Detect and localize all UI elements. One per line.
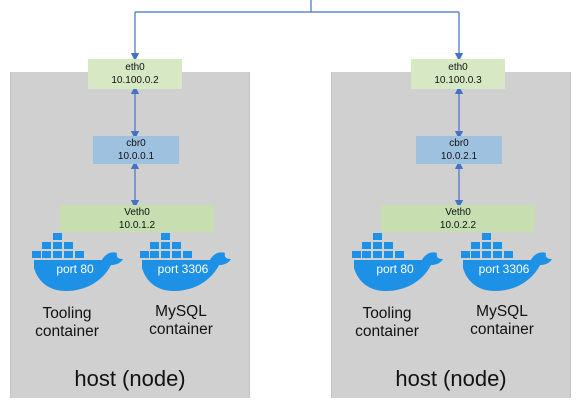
container-name: MySQL	[476, 303, 528, 320]
eth0-name: eth0	[448, 62, 468, 73]
docker-whale-icon	[140, 233, 231, 291]
docker-whale-icon: port 3306	[461, 233, 555, 293]
container-type: container	[149, 321, 213, 338]
container-label-mysql: MySQL container	[447, 303, 557, 339]
veth0-box-left: Veth0 10.0.1.2	[60, 205, 214, 232]
eth0-ip: 10.100.0.2	[111, 75, 159, 86]
container-label-mysql: MySQL container	[126, 303, 236, 339]
eth0-box-left: eth0 10.100.0.2	[88, 59, 182, 89]
docker-whale-icon: port 3306	[140, 233, 234, 293]
host-node-right: host (node)	[331, 72, 571, 398]
cbr0-ip: 10.0.0.1	[117, 151, 155, 162]
eth0-name: eth0	[125, 62, 145, 73]
host-node-left: host (node)	[10, 72, 250, 398]
docker-whale-icon: port 80	[352, 233, 446, 293]
host-label: host (node)	[74, 366, 186, 391]
container-name: Tooling	[362, 305, 412, 322]
veth0-name: Veth0	[124, 207, 150, 218]
container-label-tooling: Tooling container	[12, 305, 122, 341]
container-name: Tooling	[42, 305, 92, 322]
veth0-box-right: Veth0 10.0.2.2	[381, 205, 535, 232]
veth0-ip: 10.0.2.2	[439, 220, 477, 231]
container-type: container	[470, 321, 534, 338]
docker-whale-icon	[461, 233, 552, 291]
container-type: container	[355, 323, 419, 340]
host-label: host (node)	[395, 366, 507, 391]
cbr0-name: cbr0	[126, 138, 146, 149]
veth0-name: Veth0	[445, 207, 471, 218]
port-label: port 3306	[157, 262, 209, 276]
cbr0-box-left: cbr0 10.0.0.1	[93, 136, 179, 164]
docker-whale-icon: port 80	[32, 233, 126, 293]
eth0-ip: 10.100.0.3	[434, 75, 482, 86]
container-name: MySQL	[155, 303, 207, 320]
cbr0-ip: 10.0.2.1	[440, 151, 478, 162]
veth0-ip: 10.0.1.2	[118, 220, 156, 231]
docker-whale-icon	[32, 233, 123, 291]
container-type: container	[35, 323, 99, 340]
cbr0-name: cbr0	[449, 138, 469, 149]
docker-whale-icon	[352, 233, 443, 291]
container-label-tooling: Tooling container	[332, 305, 442, 341]
cbr0-box-right: cbr0 10.0.2.1	[416, 136, 502, 164]
port-label: port 3306	[478, 262, 530, 276]
port-label: port 80	[376, 262, 414, 276]
port-label: port 80	[56, 262, 94, 276]
eth0-box-right: eth0 10.100.0.3	[411, 59, 505, 89]
